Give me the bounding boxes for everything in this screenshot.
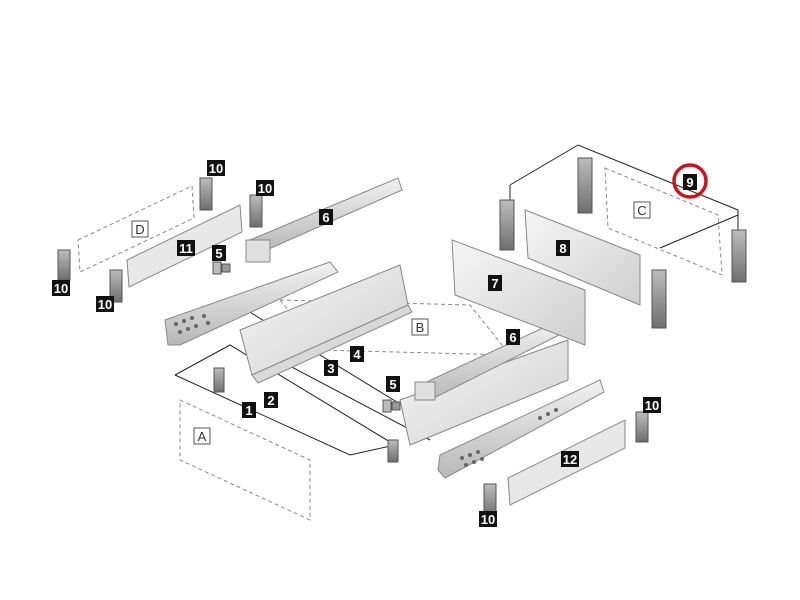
part-label-10-bottom: 10 — [479, 511, 497, 527]
rear-frame-lines — [509, 144, 739, 240]
panel-letter-a: A — [193, 427, 211, 445]
bracket-front-right — [387, 439, 399, 463]
part-label-4: 4 — [350, 346, 364, 362]
bracket-right-front — [635, 411, 649, 443]
part-label-10-top-center: 10 — [256, 180, 274, 196]
bracket-group — [57, 157, 747, 517]
part-label-10-top-center-text: 10 — [258, 181, 272, 196]
part-label-10-top-left: 10 — [207, 160, 225, 176]
part-label-5-upper-text: 5 — [215, 246, 222, 261]
part-label-8-text: 8 — [559, 241, 566, 256]
part-label-9: 9 — [683, 174, 697, 190]
part-label-4-text: 4 — [353, 347, 361, 362]
part-label-11: 11 — [177, 240, 195, 256]
back-panel-8 — [524, 209, 641, 306]
part-label-7: 7 — [488, 275, 502, 291]
panel-letter-d: D — [131, 220, 149, 238]
back-panel-7 — [451, 239, 586, 346]
part-label-5-upper: 5 — [212, 245, 226, 261]
part-label-6-upper: 6 — [319, 209, 333, 225]
right-runner-lower — [437, 379, 605, 479]
part-label-9-text: 9 — [686, 175, 693, 190]
part-label-3-text: 3 — [327, 361, 334, 376]
part-label-10-top-left-text: 10 — [209, 161, 223, 176]
part-label-2-text: 2 — [267, 393, 274, 408]
bracket-top-left — [199, 177, 213, 211]
part-label-11-text: 11 — [179, 241, 193, 256]
right-runner-holes — [460, 408, 558, 467]
screw-upper — [212, 261, 231, 275]
part-label-10-left-far-text: 10 — [54, 281, 68, 296]
gallery-rail-upper-end — [245, 239, 271, 263]
part-label-10-right-text: 10 — [645, 398, 659, 413]
part-label-3: 3 — [324, 360, 338, 376]
panel-letter-a-text: A — [198, 429, 207, 444]
gallery-rail-lower-end — [414, 381, 436, 401]
part-label-7-text: 7 — [491, 276, 498, 291]
bracket-rear-front — [651, 269, 667, 329]
part-label-10-bottom-text: 10 — [481, 512, 495, 527]
bracket-top-center — [249, 194, 263, 228]
part-label-5-lower: 5 — [386, 376, 400, 392]
bracket-left-far — [57, 249, 71, 281]
part-label-8: 8 — [556, 240, 570, 256]
part-label-6-lower-text: 6 — [509, 330, 516, 345]
part-label-12-text: 12 — [563, 452, 577, 467]
bracket-rear-right — [731, 229, 747, 283]
rail-connector-line-a — [229, 299, 411, 411]
back-panel-c-outline — [604, 167, 723, 276]
bracket-left-near — [109, 269, 123, 303]
screw-lower — [382, 399, 401, 413]
bracket-rear-left — [499, 199, 515, 251]
panel-letter-d-text: D — [135, 222, 144, 237]
right-side-panel — [399, 339, 569, 446]
part-label-2: 2 — [264, 392, 278, 408]
part-label-10-left-far: 10 — [52, 280, 70, 296]
part-label-6-lower: 6 — [506, 329, 520, 345]
part-label-12: 12 — [561, 451, 579, 467]
left-side-panel-ledge — [251, 304, 413, 384]
part-label-10-left-near: 10 — [96, 296, 114, 312]
part-label-10-right: 10 — [643, 397, 661, 413]
highlight-circle-part-9 — [672, 163, 708, 199]
part-label-5-lower-text: 5 — [389, 377, 396, 392]
panel-letter-b-text: B — [416, 320, 425, 335]
part-label-1: 1 — [242, 402, 256, 418]
panel-letter-c: C — [633, 201, 651, 219]
back-panel-d-outline — [77, 185, 195, 273]
part-label-1-text: 1 — [245, 403, 252, 418]
bracket-front-left — [213, 367, 225, 393]
bracket-rear-center — [577, 157, 593, 214]
part-label-6-upper-text: 6 — [322, 210, 329, 225]
front-panel-a-outline — [179, 399, 311, 521]
panel-letter-c-text: C — [637, 203, 646, 218]
left-runner-holes — [174, 314, 210, 334]
panel-letter-b: B — [411, 318, 429, 336]
rear-frame-line-front — [659, 214, 739, 249]
part-label-10-left-near-text: 10 — [98, 297, 112, 312]
